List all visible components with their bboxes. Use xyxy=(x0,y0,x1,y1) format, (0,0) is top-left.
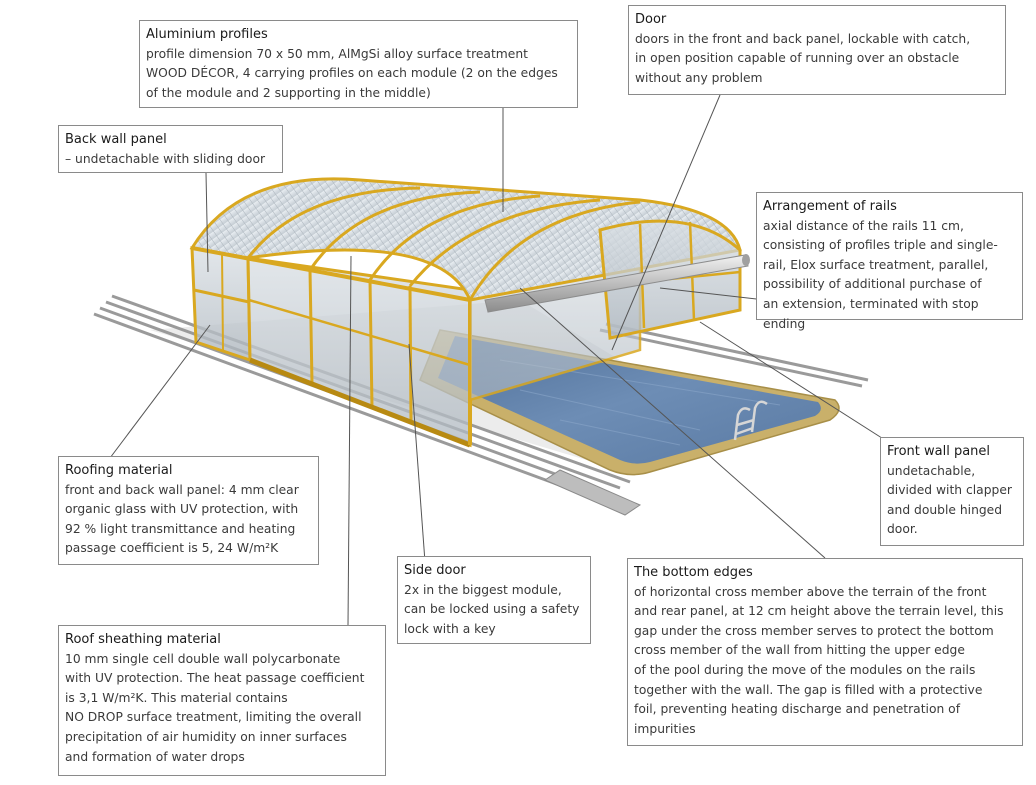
callout-bottom-edges: The bottom edges of horizontal cross mem… xyxy=(627,558,1023,746)
callout-title: Back wall panel xyxy=(65,132,167,147)
callout-text: 10 mm single cell double wall polycarbon… xyxy=(65,651,365,764)
callout-back-wall-panel: Back wall panel – undetachable with slid… xyxy=(58,125,283,173)
callout-title: Aluminium profiles xyxy=(146,27,268,42)
cross-tube xyxy=(484,254,750,313)
callout-text: profile dimension 70 x 50 mm, AlMgSi all… xyxy=(146,46,558,100)
callout-title: The bottom edges xyxy=(634,565,753,580)
callout-text: doors in the front and back panel, locka… xyxy=(635,31,971,85)
back-wall xyxy=(190,246,252,363)
callout-text: – undetachable with sliding door xyxy=(65,151,266,166)
callout-front-wall-panel: Front wall panel undetachable, divided w… xyxy=(880,437,1024,546)
rail-end-plate xyxy=(543,469,642,516)
callout-text: of horizontal cross member above the ter… xyxy=(634,584,1004,736)
callout-roof-sheathing-material: Roof sheathing material 10 mm single cel… xyxy=(58,625,386,776)
callout-title: Arrangement of rails xyxy=(763,199,897,214)
callout-title: Roof sheathing material xyxy=(65,632,221,647)
callout-door: Door doors in the front and back panel, … xyxy=(628,5,1006,95)
callout-text: front and back wall panel: 4 mm clear or… xyxy=(65,482,299,556)
callout-title: Side door xyxy=(404,563,466,578)
callout-title: Roofing material xyxy=(65,463,173,478)
pool-ladder xyxy=(733,400,768,441)
callout-roofing-material: Roofing material front and back wall pan… xyxy=(58,456,319,565)
callout-title: Door xyxy=(635,12,667,27)
callout-arrangement-of-rails: Arrangement of rails axial distance of t… xyxy=(756,192,1023,331)
leader-lines xyxy=(109,94,886,626)
callout-text: undetachable, divided with clapper and d… xyxy=(887,463,1012,537)
callout-text: axial distance of the rails 11 cm, consi… xyxy=(763,218,998,331)
callout-text: 2x in the biggest module, can be locked … xyxy=(404,582,580,636)
callout-aluminium-profiles: Aluminium profiles profile dimension 70 … xyxy=(139,20,578,108)
callout-title: Front wall panel xyxy=(887,444,991,459)
callout-side-door: Side door 2x in the biggest module, can … xyxy=(397,556,591,644)
